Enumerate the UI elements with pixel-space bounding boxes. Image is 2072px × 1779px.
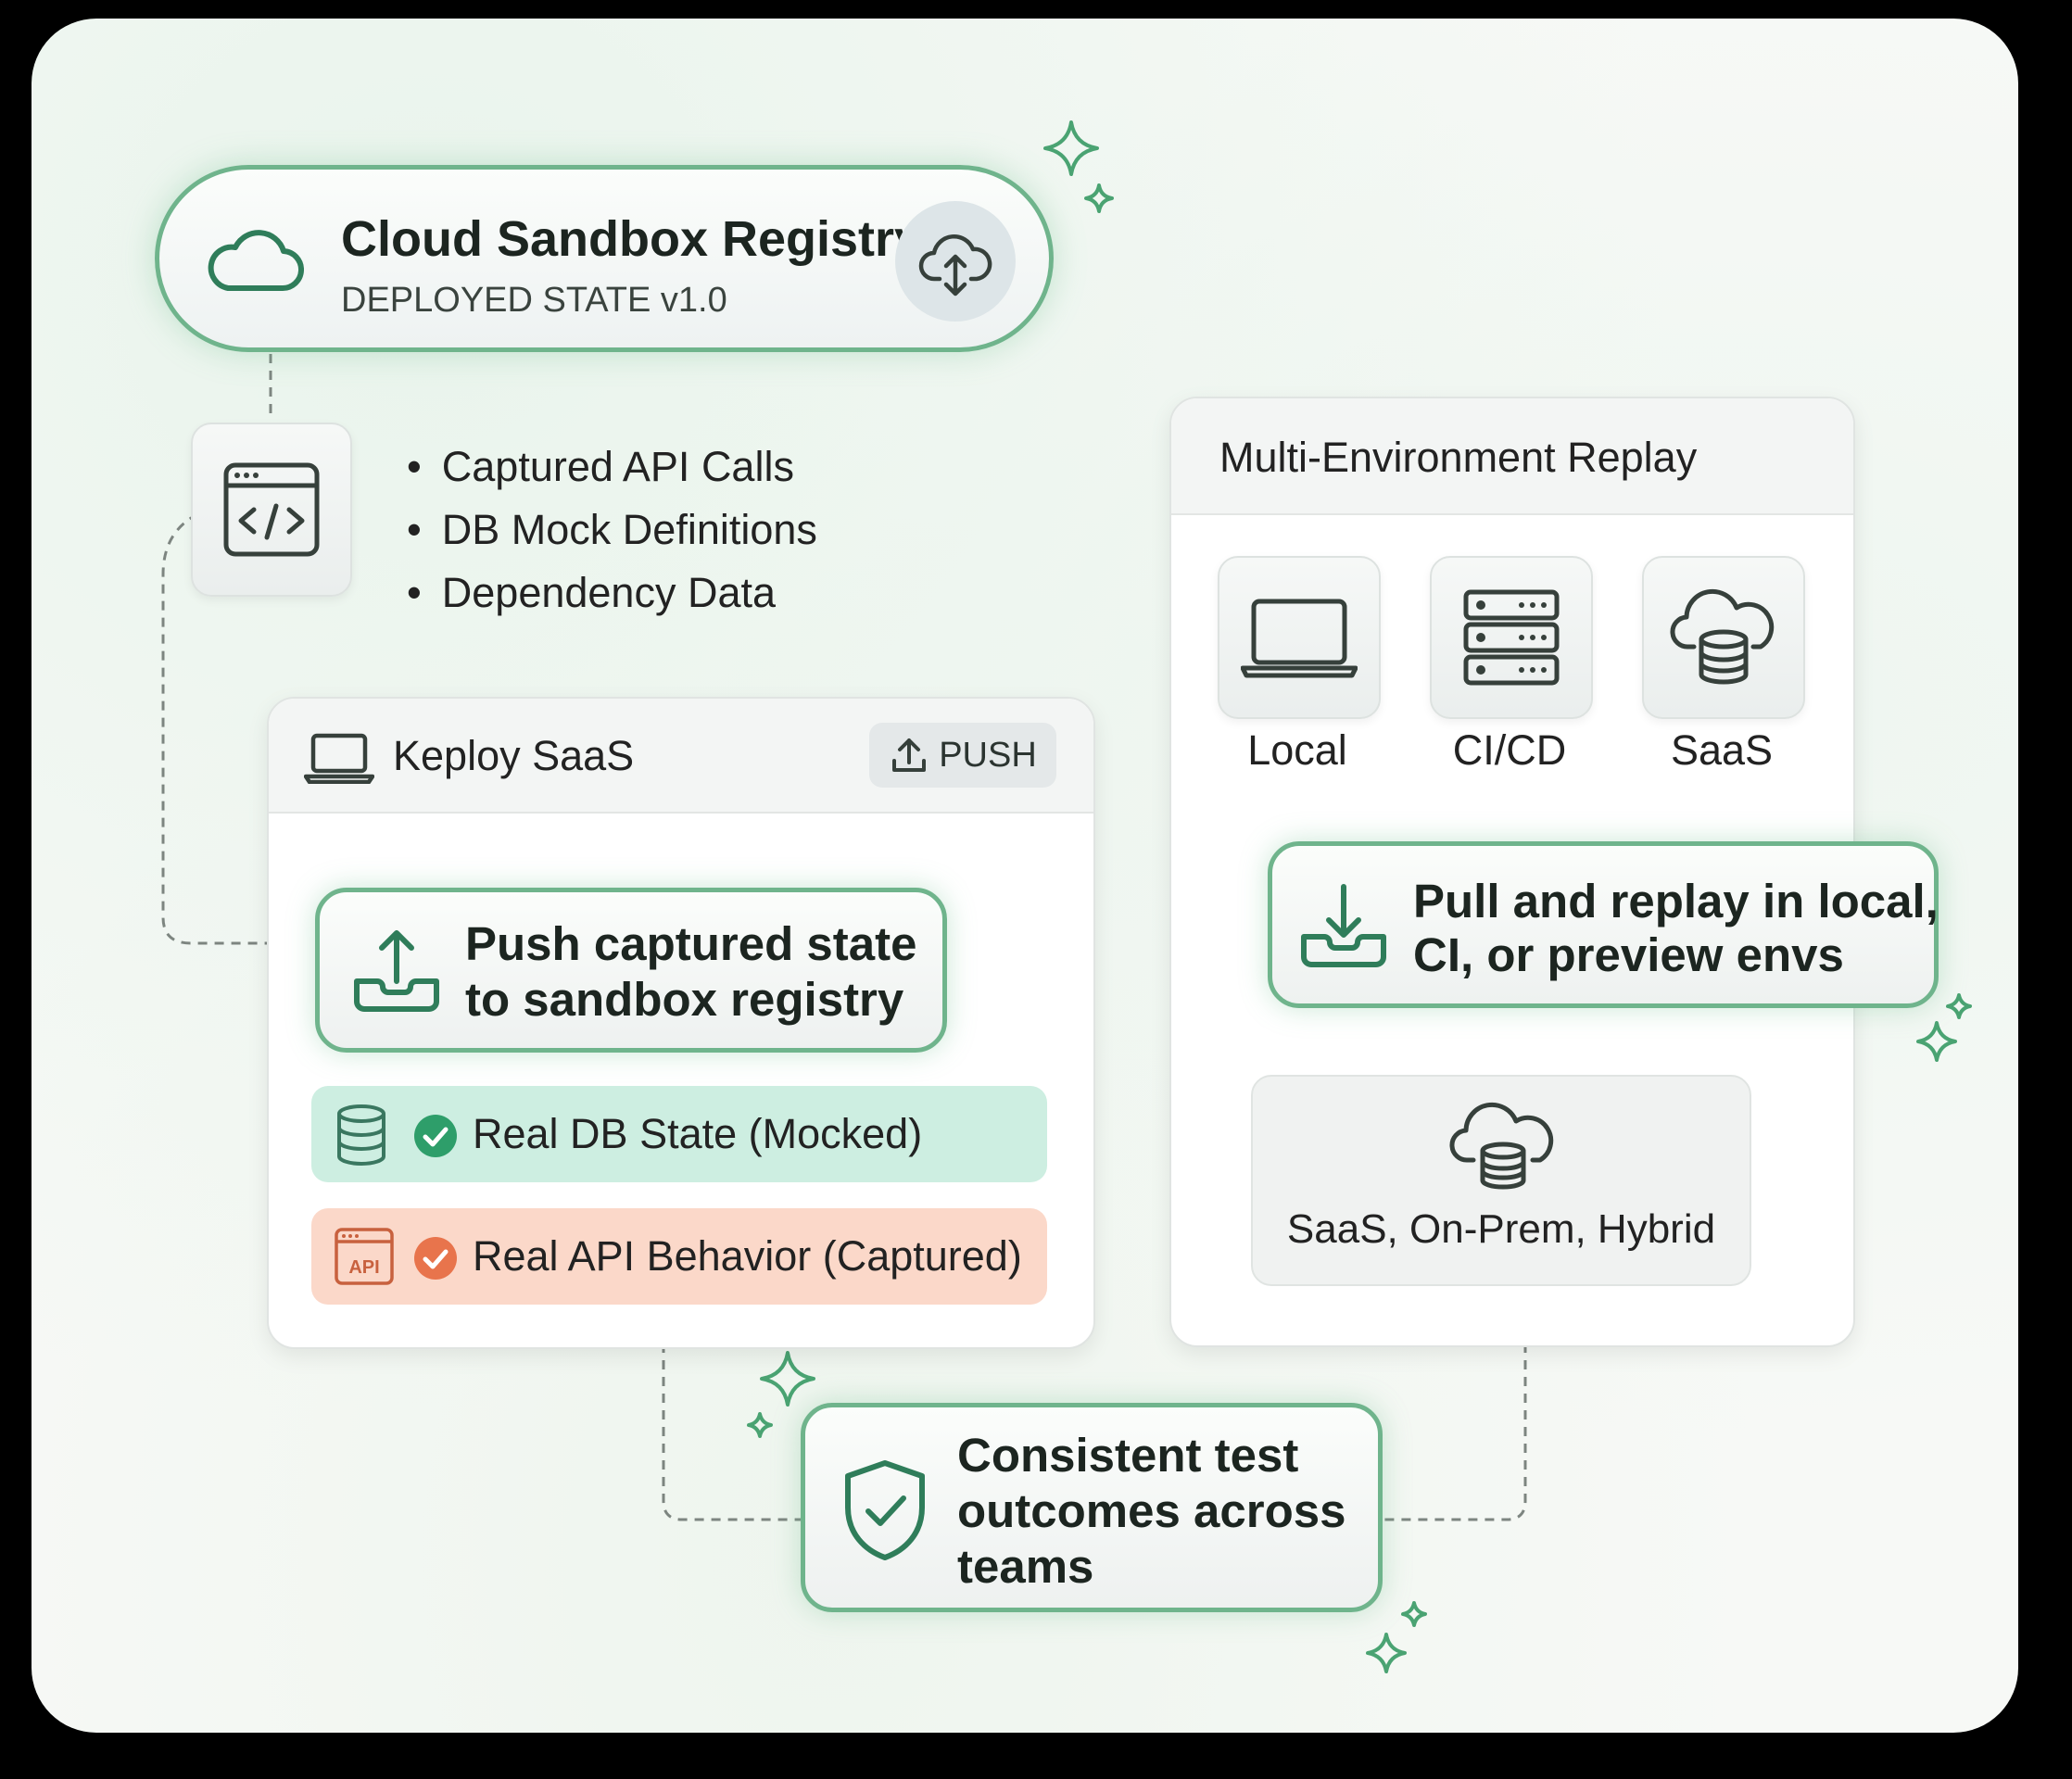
hosting-options-label: SaaS, On-Prem, Hybrid (1286, 1206, 1716, 1252)
sparkle-icon (1401, 1601, 1427, 1627)
pull-callout-line-2: CI, or preview envs (1413, 928, 1844, 981)
cloud-database-icon (1449, 1102, 1554, 1190)
outcome-line-2: outcomes across (957, 1484, 1346, 1537)
push-button[interactable]: PUSH (869, 723, 1056, 788)
env-tile-cicd[interactable] (1430, 556, 1593, 719)
env-label-saas: SaaS (1670, 726, 1774, 774)
push-callout-line-1: Push captured state (465, 917, 917, 970)
saas-to-outcome-line (662, 1344, 801, 1521)
upload-icon (892, 738, 927, 772)
api-window-icon: API (335, 1228, 394, 1285)
panel-title: Multi-Environment Replay (1219, 434, 1698, 481)
api-badge-text: API (348, 1257, 379, 1278)
list-item: DB Mock Definitions (407, 498, 817, 561)
captured-items-list: Captured API Calls DB Mock Definitions D… (407, 435, 817, 625)
database-icon (337, 1104, 385, 1166)
api-behavior-row: API Real API Behavior (Captured) (311, 1208, 1047, 1305)
push-label: PUSH (939, 735, 1037, 775)
upload-tray-icon (354, 930, 439, 1012)
db-state-row: Real DB State (Mocked) (311, 1086, 1047, 1182)
connector-lines (161, 354, 1527, 1521)
panel-title: Keploy SaaS (393, 732, 635, 779)
code-window-icon (223, 462, 320, 557)
env-tile-saas[interactable] (1642, 556, 1805, 719)
panel-header: Multi-Environment Replay (1171, 398, 1853, 515)
laptop-icon (304, 733, 374, 784)
pull-callout: Pull and replay in local, CI, or preview… (1268, 841, 1939, 1008)
db-state-label: Real DB State (Mocked) (473, 1110, 923, 1157)
env-label-cicd: CI/CD (1452, 726, 1567, 774)
registry-title: Cloud Sandbox Registry (341, 211, 923, 267)
registry-sync-button[interactable] (895, 201, 1016, 322)
push-callout: Push captured state to sandbox registry (315, 888, 947, 1053)
sparkle-icon (1916, 1021, 1957, 1062)
pull-callout-line-1: Pull and replay in local, (1413, 875, 1939, 927)
captured-data-tile (191, 423, 352, 597)
sparkle-icon (747, 1412, 773, 1438)
laptop-icon (1241, 599, 1358, 678)
outcome-line-3: teams (957, 1540, 1094, 1593)
push-callout-line-2: to sandbox registry (465, 973, 904, 1026)
shield-check-icon (845, 1460, 925, 1560)
sparkle-icon (1946, 993, 1972, 1019)
server-icon (1463, 589, 1560, 686)
sparkle-icon (1043, 120, 1099, 176)
tile-to-saas-line (161, 506, 267, 945)
outcome-line-1: Consistent test (957, 1429, 1299, 1482)
replay-to-outcome-line (1380, 1344, 1527, 1521)
list-item: Captured API Calls (407, 435, 817, 498)
diagram-canvas: Cloud Sandbox Registry DEPLOYED STATE v1… (32, 19, 2018, 1733)
check-circle-icon (414, 1237, 457, 1280)
outcome-callout: Consistent test outcomes across teams (801, 1403, 1383, 1612)
registry-subtitle: DEPLOYED STATE v1.0 (341, 281, 727, 320)
env-label-local: Local (1247, 726, 1347, 774)
list-item: Dependency Data (407, 561, 817, 625)
cloud-sandbox-registry: Cloud Sandbox Registry DEPLOYED STATE v1… (155, 165, 1054, 352)
hosting-options-box: SaaS, On-Prem, Hybrid (1251, 1075, 1751, 1286)
env-tile-local[interactable] (1218, 556, 1381, 719)
sparkle-icon (760, 1351, 815, 1407)
panel-header: Keploy SaaS PUSH (269, 699, 1093, 814)
sparkle-icon (1366, 1633, 1407, 1673)
cloud-upload-download-icon (918, 233, 992, 296)
cloud-icon (208, 230, 304, 292)
api-behavior-label: Real API Behavior (Captured) (473, 1232, 1022, 1280)
check-circle-icon (414, 1115, 457, 1157)
keploy-saas-panel: Keploy SaaS PUSH Push captured state to … (267, 697, 1095, 1349)
sparkle-icon (1084, 183, 1114, 213)
cloud-database-icon (1670, 588, 1775, 685)
download-tray-icon (1301, 884, 1386, 967)
